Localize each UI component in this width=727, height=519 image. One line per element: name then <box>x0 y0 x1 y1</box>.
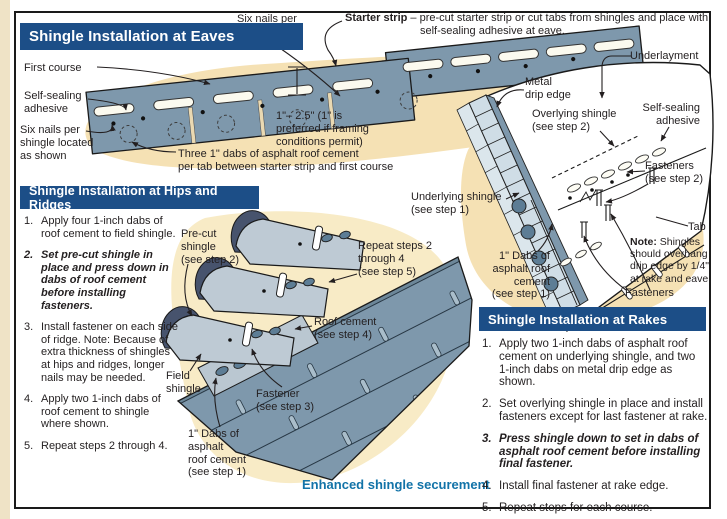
label-nail-spacing: 1"– 2.5" (1" is preferred if framing con… <box>276 110 369 148</box>
cement-dab-marks <box>119 91 418 143</box>
hips-diagram <box>160 210 473 484</box>
tab-slots <box>187 92 336 144</box>
caption-enhanced-securement: Enhanced shingle securement <box>302 477 490 492</box>
hips-steps-list: 1.Apply four 1-inch dabs of roof cement … <box>24 215 178 462</box>
label-fastener-step3: Fastener (see step 3) <box>256 388 315 413</box>
note-desc: Shingles should overhang drip edge by 1/… <box>630 236 712 285</box>
section-header-eaves: Shingle Installation at Eaves <box>20 23 303 50</box>
hips-leader-arrows <box>184 263 358 428</box>
label-field-shingle: Field shingle <box>166 370 201 395</box>
step-item: 3.Press shingle down to set in dabs of a… <box>482 432 701 471</box>
rakes-diagram <box>456 55 714 333</box>
label-roof-cement: Roof cement (see step 4) <box>314 316 377 341</box>
page-frame <box>14 11 711 509</box>
label-starter-strip-desc: – pre-cut starter strip or cut tabs from… <box>407 12 709 37</box>
field-outline <box>176 256 473 481</box>
step-item: 1.Apply two 1-inch dabs of asphalt roof … <box>482 338 696 389</box>
page-edge-strip <box>0 0 10 519</box>
rakes-steps-list: 1.Apply two 1-inch dabs of asphalt roof … <box>482 338 708 519</box>
label-metal-drip-edge: Metal drip edge <box>525 76 571 101</box>
step-item: 2.Set pre-cut shingle in place and press… <box>24 249 169 312</box>
step-item: 5.Repeat steps for each course. <box>482 501 653 514</box>
adhesive-strips <box>93 38 635 117</box>
step-item: 4.Apply two 1-inch dabs of roof cement t… <box>24 393 161 431</box>
label-tab: Tab <box>688 221 706 233</box>
step-item: 5.Repeat steps 2 through 4. <box>24 439 168 452</box>
nails <box>111 57 576 126</box>
section-title: Shingle Installation at Eaves <box>29 28 235 45</box>
section-title: Shingle Installation at Rakes <box>488 311 668 327</box>
label-self-sealing-adhesive-rake: Self-sealing adhesive <box>642 102 700 127</box>
note-term: Note: <box>630 236 657 248</box>
label-repeat-steps: Repeat steps 2 through 4 (see step 5) <box>358 240 432 278</box>
rakes-leader-arrows <box>496 55 689 291</box>
label-fasteners-step2: Fasteners (see step 2) <box>645 160 704 185</box>
rakes-fastener-marks <box>580 167 656 238</box>
step-item: 2.Set overlying shingle in place and ins… <box>482 398 708 423</box>
label-self-sealing-adhesive: Self-sealing adhesive <box>24 90 82 115</box>
label-dabs-hips: 1" Dabs of asphalt roof cement (see step… <box>188 428 247 479</box>
label-overlying-shingle: Overlying shingle (see step 2) <box>532 108 617 133</box>
label-starter-strip-term: Starter strip <box>345 12 408 24</box>
rakes-course-slots <box>621 244 690 300</box>
step-item: 4.Install final fastener at rake edge. <box>482 480 669 493</box>
section-header-hips-ridges: Shingle Installation at Hips and Ridges <box>20 183 259 212</box>
label-dabs-rake: 1" Dabs of asphalt roof cement (see step… <box>491 250 550 301</box>
label-fasteners: Fasteners <box>625 287 674 299</box>
section-header-rakes: Shingle Installation at Rakes <box>479 307 706 331</box>
hip-cap-shingle <box>230 210 365 271</box>
label-underlayment: Underlayment <box>630 50 699 62</box>
step-item: 1.Apply four 1-inch dabs of roof cement … <box>24 215 176 240</box>
hip-cap-shingle <box>194 257 329 318</box>
rakes-nail-dots <box>568 173 630 200</box>
label-six-nails-per-shingle: Six nails per shingle located as shown <box>20 124 94 162</box>
label-three-dabs: Three 1" dabs of asphalt roof cement per… <box>178 148 394 173</box>
step-item: 3.Install fastener on each side of ridge… <box>24 321 178 384</box>
label-first-course: First course <box>24 62 82 74</box>
rakes-adhesive-strips <box>560 147 666 267</box>
section-title: Shingle Installation at Hips and Ridges <box>29 183 218 212</box>
label-starter-strip: Starter strip – pre-cut starter strip or… <box>345 12 710 38</box>
label-underlying-shingle: Underlying shingle (see step 1) <box>411 191 502 216</box>
hip-cap-shingle <box>160 306 295 367</box>
label-precut-shingle: Pre-cut shingle (see step 2) <box>181 228 240 266</box>
label-overhang-note: Note: Shingles should overhang drip edge… <box>630 236 714 285</box>
rakes-dab-circles <box>511 198 559 292</box>
